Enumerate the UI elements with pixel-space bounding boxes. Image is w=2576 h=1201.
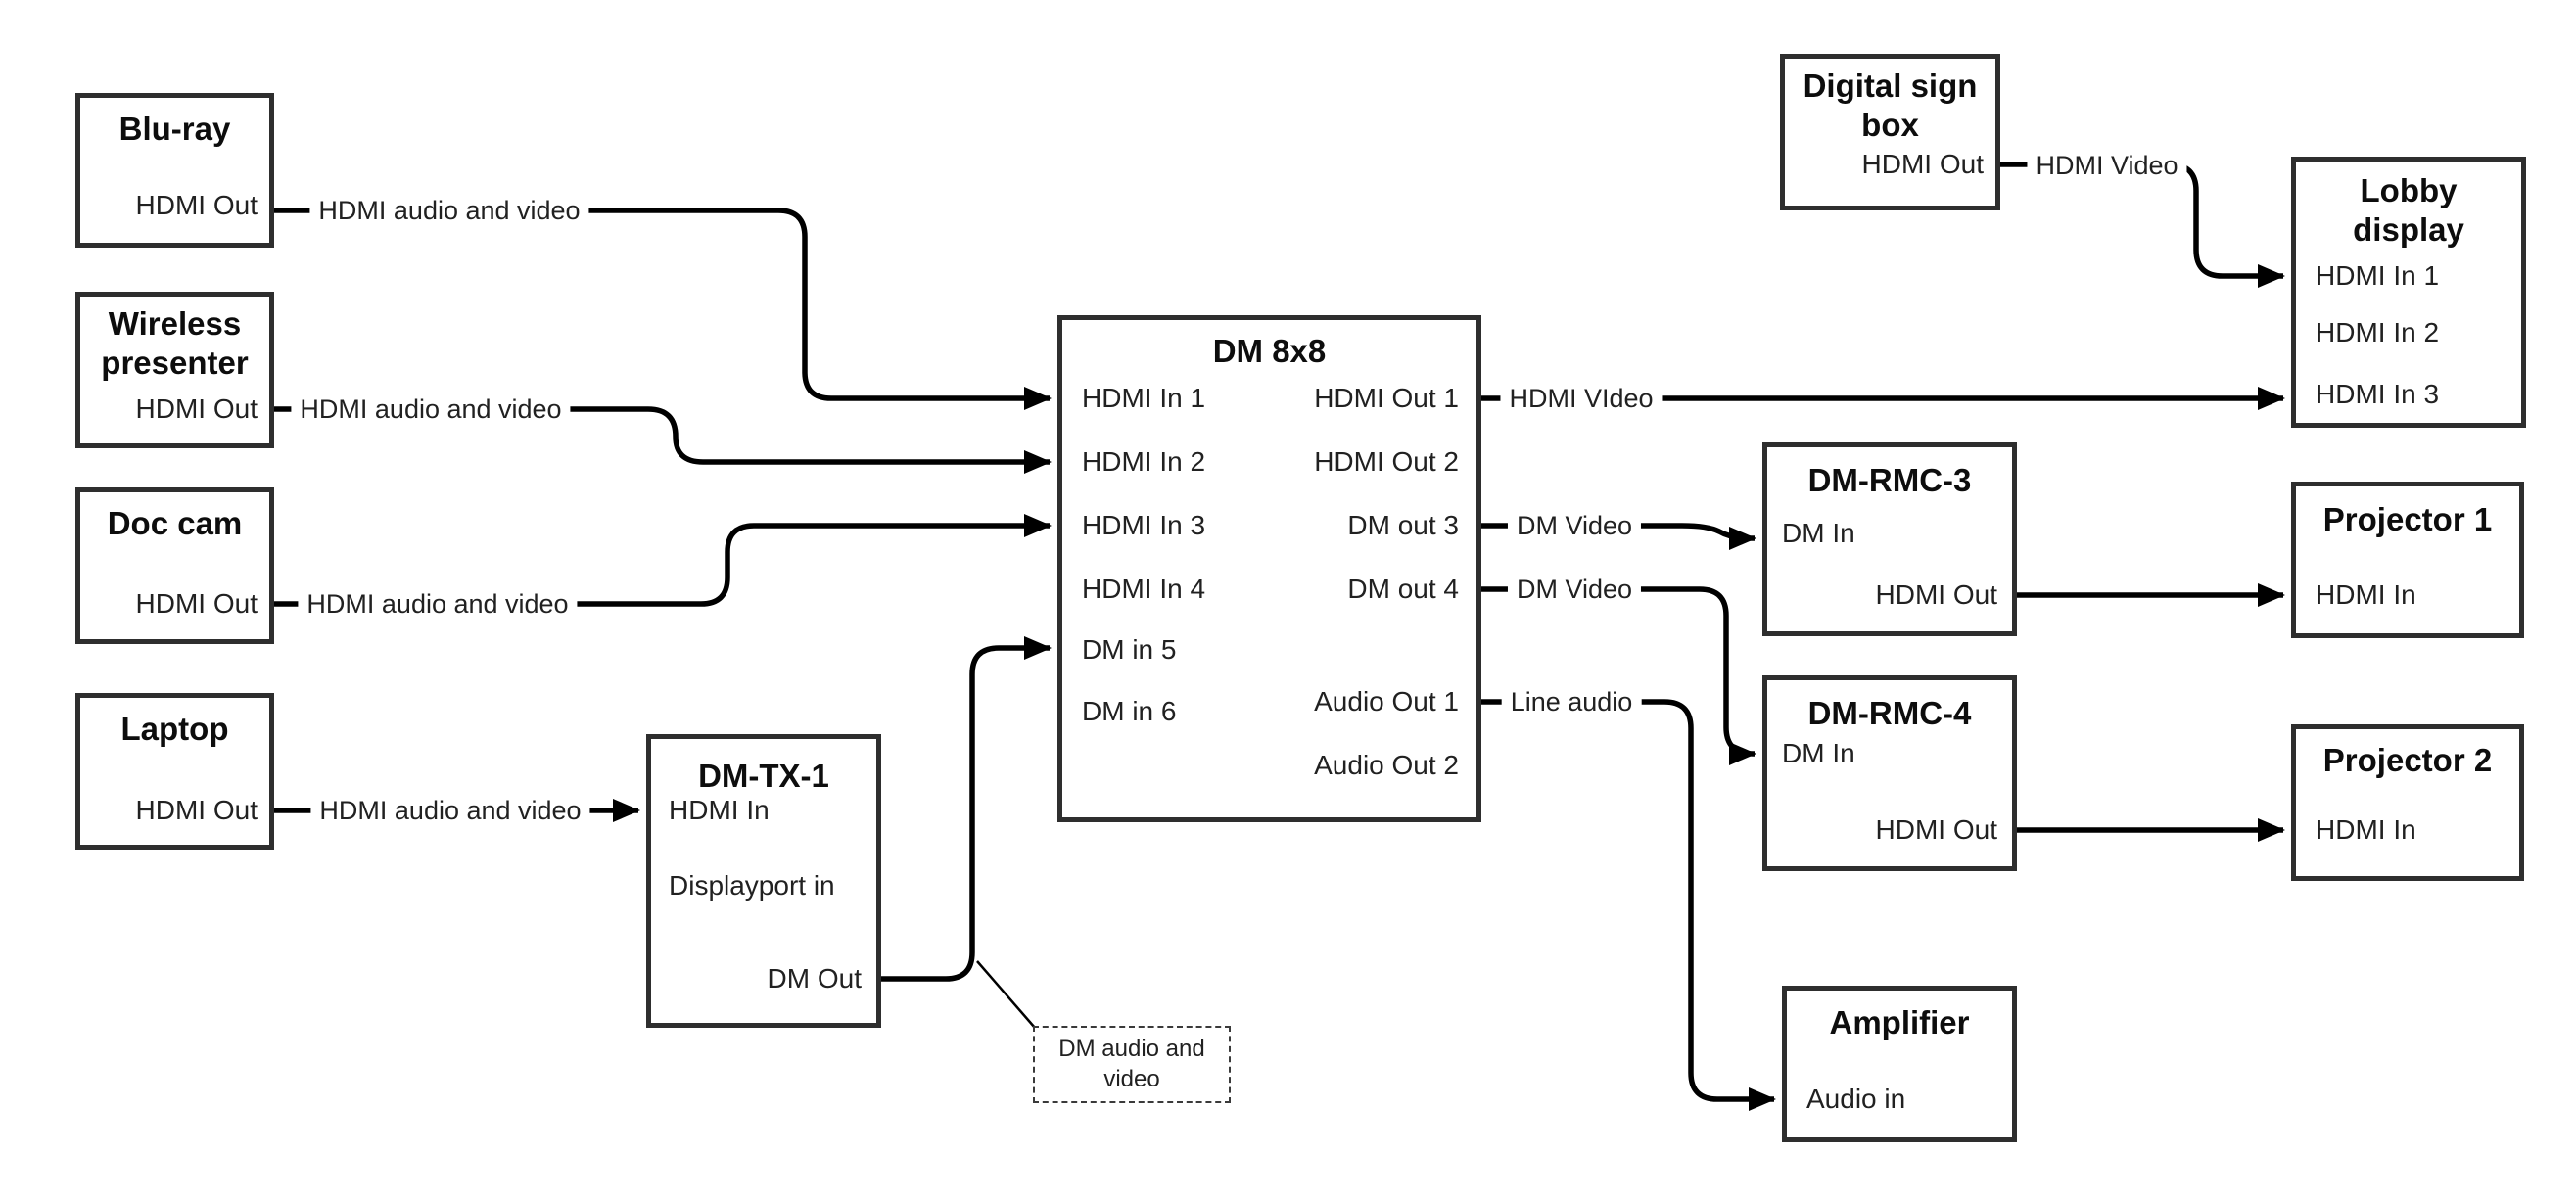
dm-tx-1-title: DM-TX-1 — [698, 758, 829, 794]
wire-wireless-to-dm8x8-in2 — [274, 406, 1052, 474]
wire-dm8x8-out3-to-rmc3 — [1481, 523, 1756, 550]
node-dm-rmc-3: DM-RMC-3 DM In HDMI Out — [1762, 442, 2017, 636]
wire-label-dm-video-out4: DM Video — [1507, 573, 1642, 606]
node-projector-1: Projector 1 HDMI In — [2291, 482, 2524, 638]
lobby-hdmi-in-1-port: HDMI In 1 — [2316, 260, 2440, 291]
dm8x8-dm-out-4-port: DM out 4 — [1347, 574, 1459, 604]
signbox-hdmi-out-port: HDMI Out — [1861, 149, 1984, 179]
projector-1-title: Projector 1 — [2322, 501, 2493, 537]
dm8x8-hdmi-in-2-port: HDMI In 2 — [1082, 446, 1206, 477]
rmc4-hdmi-out-port: HDMI Out — [1875, 814, 1997, 845]
node-bluray: Blu-ray HDMI Out — [75, 93, 274, 248]
proj1-hdmi-in-port: HDMI In — [2316, 579, 2416, 610]
digital-sign-box-title: Digital sign box — [1803, 68, 1978, 143]
node-digital-sign-box: Digital sign box HDMI Out — [1780, 54, 2000, 210]
callout-text: DM audio and video — [1058, 1036, 1205, 1092]
node-doc-cam: Doc cam HDMI Out — [75, 487, 274, 644]
wire-label-signbox-hdmi-video: HDMI Video — [2027, 149, 2187, 182]
callout-dm-audio-and-video: DM audio and video — [1033, 1026, 1231, 1103]
amp-audio-in-port: Audio in — [1806, 1084, 1906, 1114]
wire-label-line-audio: Line audio — [1501, 685, 1642, 718]
lobby-hdmi-in-2-port: HDMI In 2 — [2316, 317, 2440, 347]
wireless-hdmi-out-port: HDMI Out — [135, 393, 258, 424]
dmtx1-displayport-in-port: Displayport in — [669, 870, 835, 901]
rmc3-dm-in-port: DM In — [1782, 518, 1855, 548]
doc-cam-title: Doc cam — [107, 505, 243, 541]
dm8x8-audio-out-1-port: Audio Out 1 — [1314, 686, 1459, 716]
dm8x8-dm-in-6-port: DM in 6 — [1082, 696, 1177, 726]
dm-rmc-4-title: DM-RMC-4 — [1807, 695, 1972, 731]
wire-label-bluray-hdmi: HDMI audio and video — [309, 194, 589, 227]
node-laptop: Laptop HDMI Out — [75, 693, 274, 850]
wire-label-doccam-hdmi: HDMI audio and video — [298, 587, 578, 621]
lobby-display-title: Lobby display — [2353, 172, 2464, 248]
rmc3-hdmi-out-port: HDMI Out — [1875, 579, 1997, 610]
node-dm-rmc-4: DM-RMC-4 DM In HDMI Out — [1762, 675, 2017, 871]
dm8x8-hdmi-in-1-port: HDMI In 1 — [1082, 383, 1206, 413]
wire-doccam-to-dm8x8-in3 — [274, 514, 1052, 607]
wire-label-wireless-hdmi: HDMI audio and video — [291, 393, 571, 426]
laptop-title: Laptop — [120, 711, 229, 747]
wire-dm8x8-out4-to-rmc4 — [1481, 586, 1756, 765]
dm8x8-hdmi-out-1-port: HDMI Out 1 — [1314, 383, 1459, 413]
bluray-title: Blu-ray — [118, 111, 231, 147]
node-dm-8x8: DM 8x8 HDMI In 1 HDMI In 2 HDMI In 3 HDM… — [1057, 315, 1481, 822]
dm8x8-dm-in-5-port: DM in 5 — [1082, 634, 1177, 665]
wire-dmtx1-to-dm8x8-in5 — [881, 636, 1052, 982]
wire-label-laptop-hdmi: HDMI audio and video — [310, 794, 590, 827]
amplifier-title: Amplifier — [1829, 1004, 1970, 1040]
bluray-hdmi-out-port: HDMI Out — [135, 190, 258, 220]
rmc4-dm-in-port: DM In — [1782, 738, 1855, 768]
proj2-hdmi-in-port: HDMI In — [2316, 814, 2416, 845]
lobby-hdmi-in-3-port: HDMI In 3 — [2316, 379, 2440, 409]
node-dm-tx-1: DM-TX-1 HDMI In Displayport in DM Out — [646, 734, 881, 1028]
dm-rmc-3-title: DM-RMC-3 — [1807, 462, 1972, 498]
dm8x8-hdmi-in-4-port: HDMI In 4 — [1082, 574, 1206, 604]
dmtx1-dm-out-port: DM Out — [767, 963, 862, 993]
wire-label-hdmi-video-out1: HDMI VIdeo — [1500, 382, 1663, 415]
wireless-presenter-title: Wireless presenter — [101, 305, 249, 381]
dm8x8-hdmi-out-2-port: HDMI Out 2 — [1314, 446, 1459, 477]
projector-2-title: Projector 2 — [2322, 742, 2493, 778]
dm8x8-audio-out-2-port: Audio Out 2 — [1314, 750, 1459, 780]
node-amplifier: Amplifier Audio in — [1782, 986, 2017, 1142]
wire-dm8x8-aout1-to-amp — [1481, 699, 1776, 1111]
wire-bluray-to-dm8x8-in1 — [274, 208, 1052, 410]
dm8x8-dm-out-3-port: DM out 3 — [1347, 510, 1459, 540]
callout-leader-line — [976, 960, 1036, 1029]
node-wireless-presenter: Wireless presenter HDMI Out — [75, 292, 274, 448]
laptop-hdmi-out-port: HDMI Out — [135, 795, 258, 825]
wire-label-dm-video-out3: DM Video — [1507, 509, 1642, 542]
dmtx1-hdmi-in-port: HDMI In — [669, 795, 770, 825]
dm8x8-hdmi-in-3-port: HDMI In 3 — [1082, 510, 1206, 540]
doccam-hdmi-out-port: HDMI Out — [135, 588, 258, 619]
dm-8x8-title: DM 8x8 — [1212, 333, 1327, 369]
node-lobby-display: Lobby display HDMI In 1 HDMI In 2 HDMI I… — [2291, 157, 2526, 428]
node-projector-2: Projector 2 HDMI In — [2291, 724, 2524, 881]
